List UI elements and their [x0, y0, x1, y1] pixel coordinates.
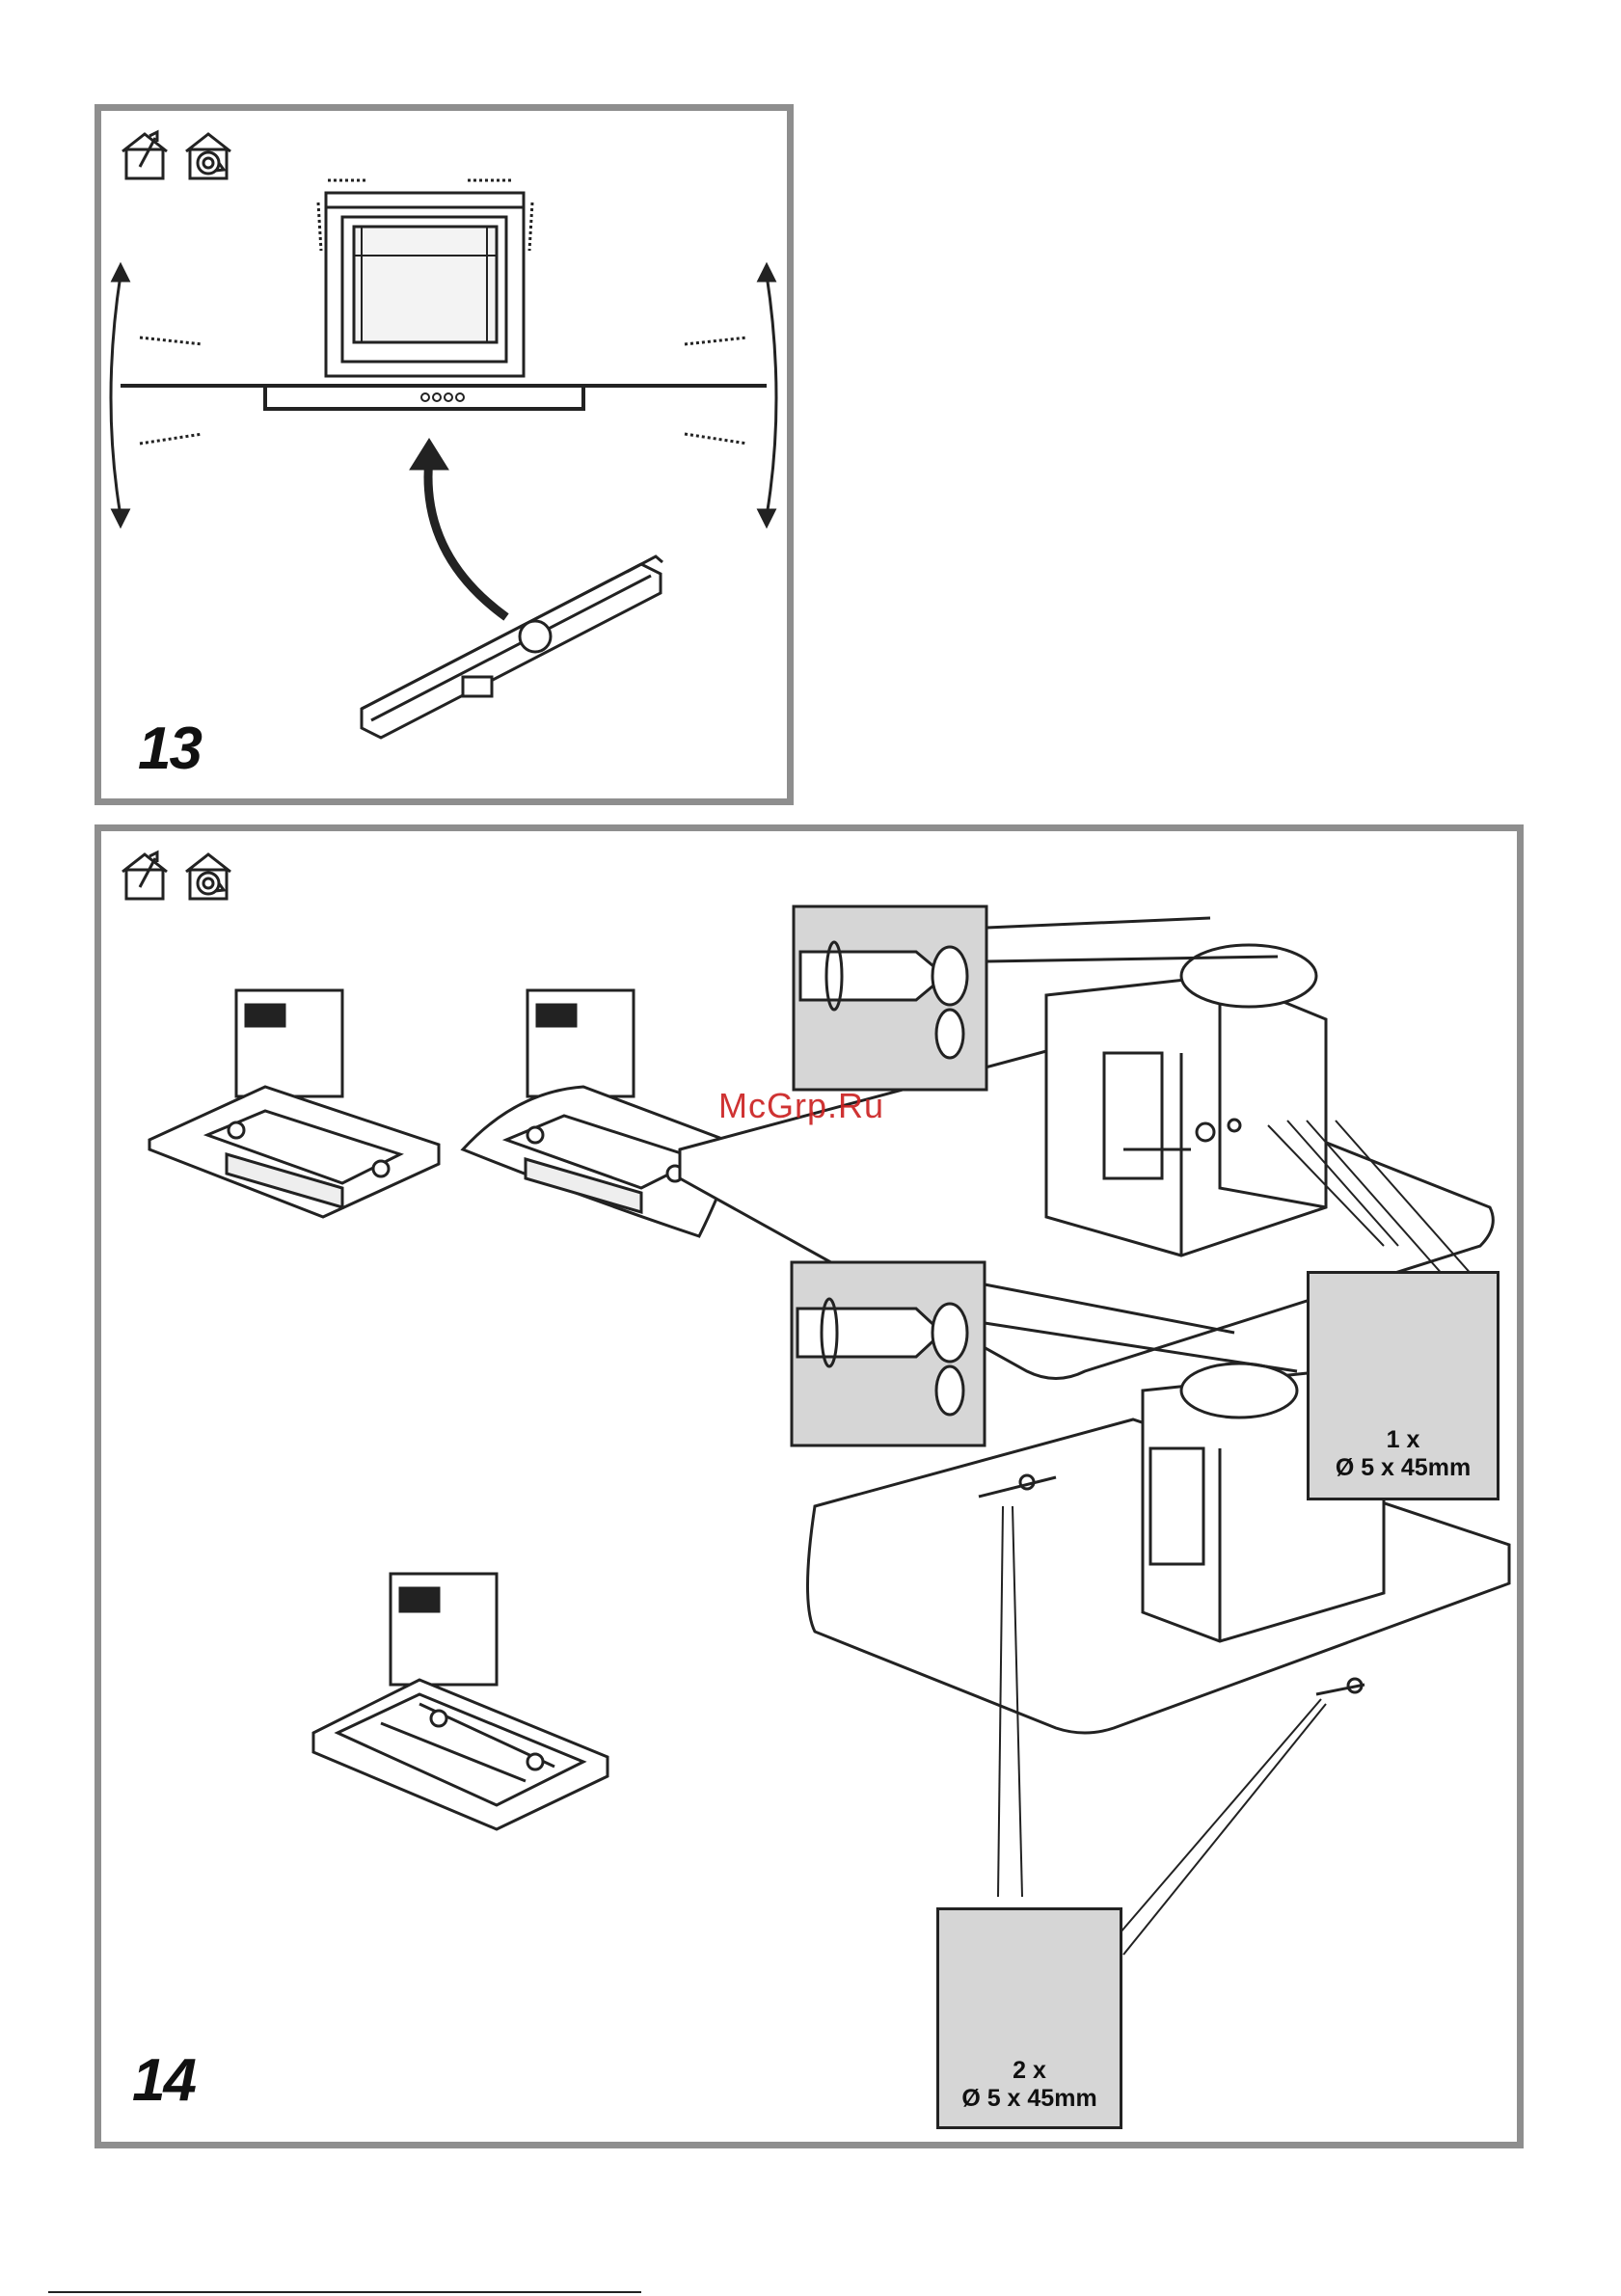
screw-spec-callout-top: 1 x Ø 5 x 45mm — [1307, 1271, 1499, 1500]
hood-motor-housing — [326, 193, 524, 376]
hood-model-curved-glass — [463, 990, 738, 1236]
step-number: 13 — [138, 715, 201, 783]
hood-model-box — [313, 1574, 608, 1829]
screw-spec-callout-bottom: 2 x Ø 5 x 45mm — [936, 1907, 1122, 2129]
footer-divider — [48, 2291, 641, 2293]
screw-quantity: 1 x — [1310, 1426, 1497, 1454]
filter-installation-illustration — [101, 111, 787, 798]
step-number: 14 — [132, 2046, 195, 2115]
step-14-panel: 1 x Ø 5 x 45mm 2 x Ø 5 x 45mm 14 — [95, 824, 1524, 2148]
screw-quantity: 2 x — [939, 2057, 1120, 2085]
insert-arrow — [410, 439, 506, 617]
screw-size: Ø 5 x 45mm — [939, 2085, 1120, 2113]
grease-filter-tray — [362, 556, 662, 738]
hood-models-and-fixing-illustration — [101, 831, 1517, 2142]
screw-size: Ø 5 x 45mm — [1310, 1454, 1497, 1482]
hood-model-flat-glass — [149, 990, 439, 1217]
watermark: McGrp.Ru — [718, 1086, 884, 1126]
step-13-panel: 13 — [95, 104, 794, 805]
